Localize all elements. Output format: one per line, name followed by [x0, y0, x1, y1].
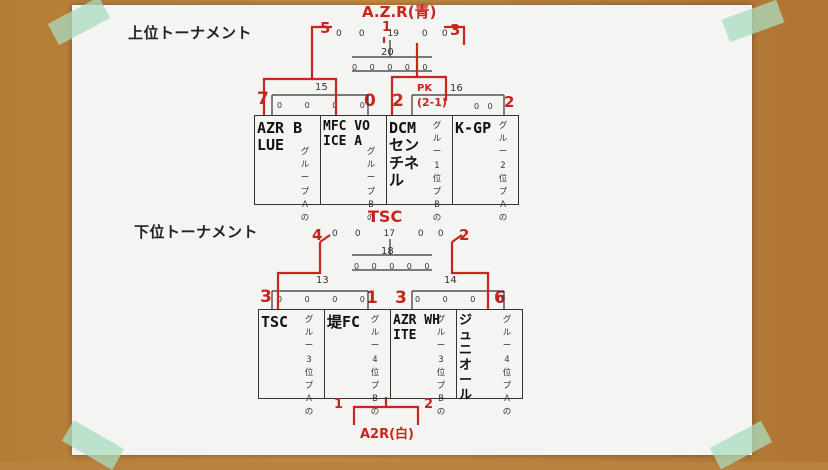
lower-placement-label: A2R(白): [360, 427, 414, 442]
lower-team-slot-4: グ ル ー 4 位 プ A の: [502, 315, 512, 418]
upper-team-hand-4: K-GP: [455, 119, 492, 137]
lower-semi-right-score-right: 6: [494, 288, 506, 308]
upper-semi-right-score-right: 2: [504, 93, 515, 111]
upper-team-slot-2: グ ル ー プ B の: [366, 147, 376, 223]
upper-team-hand-2: MFC VOICE A: [323, 119, 370, 149]
upper-final-score-right: 3: [450, 21, 461, 39]
lower-team-slot-3: グ ル ー 3 位 プ B の: [436, 315, 446, 418]
lower-placement-left: 1: [334, 397, 344, 412]
lower-semi-right-score-left: 3: [395, 288, 407, 308]
lower-semi-left-score-left: 3: [260, 287, 272, 307]
lower-team-hand-3: AZR WHITE: [393, 313, 440, 343]
lower-team-slot-1: グ ル ー 3 位 プ A の: [304, 315, 314, 418]
upper-final-top-row: 0 0 19 0 0: [336, 29, 448, 39]
lower-team-box-2: 堤FC グ ル ー 4 位 プ B の: [324, 309, 391, 417]
upper-team-slot-3: グ ル ー 1 位 プ B の: [432, 121, 442, 224]
lower-semi-right-match-number: 14: [444, 275, 457, 286]
lower-semi-left-score-right: 1: [366, 288, 378, 308]
upper-final-match-number: 20: [381, 47, 394, 58]
upper-final-left-hand: 1: [382, 20, 392, 35]
lower-bracket-lines: [271, 234, 505, 425]
upper-team-hand-1: AZR BLUE: [257, 119, 303, 155]
upper-winner-handwritten: A.Z.R(青): [362, 3, 437, 21]
lower-team-slot-2: グ ル ー 4 位 プ B の: [370, 315, 380, 418]
lower-team-box-3: AZR WHITE グ ル ー 3 位 プ B の: [390, 309, 457, 417]
upper-semi-right-pk-score: (2-1): [417, 96, 447, 109]
upper-team-box-4: K-GP グ ル ー 2 位 プ A の: [452, 115, 519, 223]
lower-team-hand-1: TSC: [261, 313, 289, 331]
upper-team-slot-4: グ ル ー 2 位 プ A の: [498, 121, 508, 224]
lower-team-hand-2: 堤FC: [327, 313, 361, 331]
upper-semi-left-score-right: 0: [364, 91, 376, 111]
upper-heading: 上位トーナメント: [128, 24, 253, 42]
lower-team-box-4: ジュニオール グ ル ー 4 位 プ A の: [456, 309, 523, 417]
upper-semi-left-match-number: 15: [315, 82, 328, 93]
upper-team-hand-3: DCM センチネル: [389, 119, 420, 189]
lower-final-score-left: 4: [312, 226, 323, 244]
lower-placement-right: 2: [424, 397, 434, 412]
lower-winner-handwritten: TSC: [368, 207, 403, 226]
upper-semi-right-pk: PK: [417, 83, 433, 94]
lower-final-match-number: 18: [381, 246, 394, 257]
lower-final-top-row: 0 0 17 0 0: [332, 229, 444, 239]
upper-semi-right-match-number: 16: [450, 83, 463, 94]
lower-heading: 下位トーナメント: [134, 223, 259, 241]
lower-final-score-right: 2: [459, 226, 470, 244]
upper-semi-right-score-left: 2: [392, 91, 404, 111]
upper-team-slot-1: グ ル ー プ A の: [300, 147, 310, 223]
lower-team-box-1: TSC グ ル ー 3 位 プ A の: [258, 309, 325, 417]
upper-bracket-lines: [262, 25, 505, 115]
lower-team-hand-4: ジュニオール: [459, 313, 473, 403]
lower-semi-left-match-number: 13: [316, 275, 329, 286]
